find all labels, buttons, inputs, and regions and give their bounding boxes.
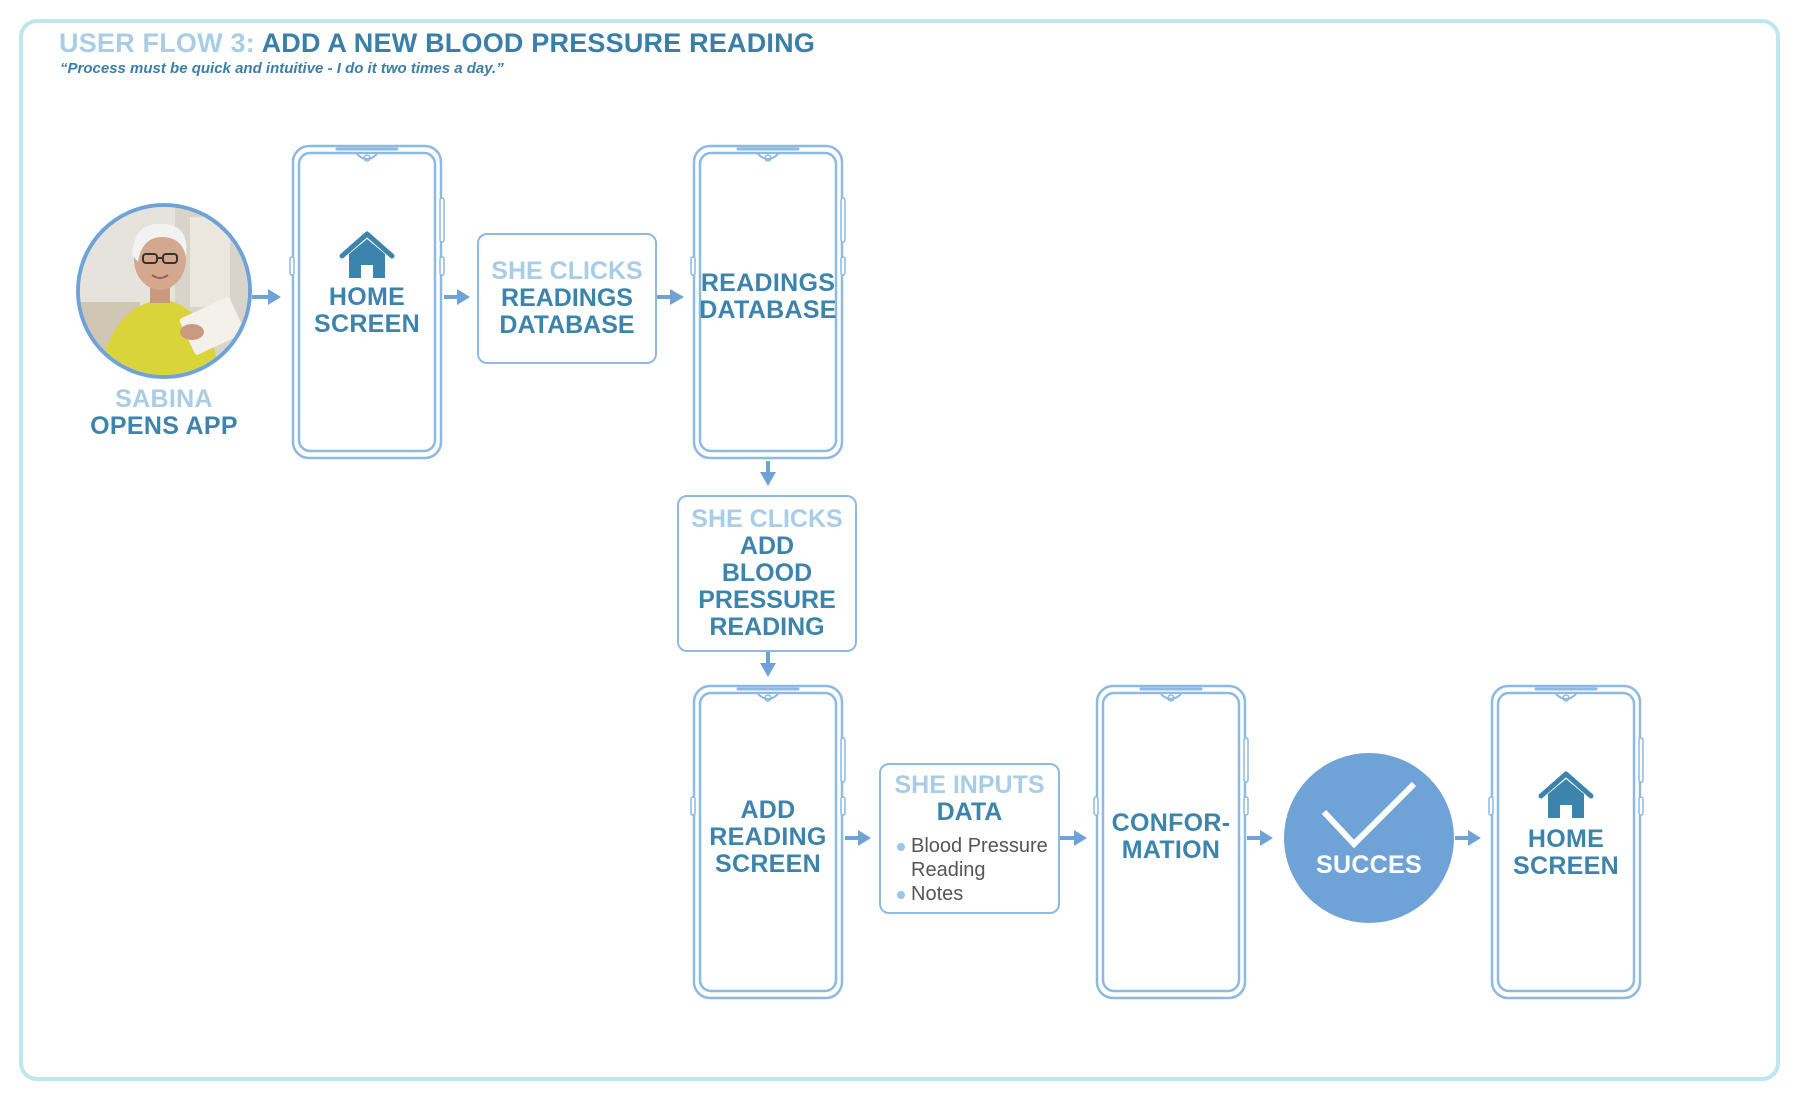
persona-photo xyxy=(76,203,252,379)
canvas-frame xyxy=(19,19,1780,1081)
checkmark-icon xyxy=(1321,781,1417,849)
list-item: Notes xyxy=(889,882,1050,906)
step-click-add: SHE CLICKS ADD BLOOD PRESSURE READING xyxy=(677,495,857,652)
success-label: SUCCES xyxy=(1316,851,1422,879)
step-inputs-data: SHE INPUTS DATA Blood Pressure Reading N… xyxy=(879,763,1060,914)
screen-home-1-label: HOME SCREEN xyxy=(314,283,420,338)
page-title: USER FLOW 3: ADD A NEW BLOOD PRESSURE RE… xyxy=(59,28,815,59)
list-item: Blood Pressure Reading xyxy=(889,834,1050,882)
persona-quote: “Process must be quick and intuitive - I… xyxy=(60,60,504,77)
persona-name: SABINA xyxy=(115,385,213,413)
persona-action: OPENS APP xyxy=(90,412,238,440)
success-circle xyxy=(1284,753,1454,923)
home-icon xyxy=(1538,771,1594,818)
step-click-readings: SHE CLICKS READINGS DATABASE xyxy=(477,233,657,364)
screen-readings-database-label: READINGS DATABASE xyxy=(699,269,837,324)
screen-confirmation-label: CONFOR- MATION xyxy=(1111,809,1231,864)
title-prefix: USER FLOW 3: xyxy=(59,28,255,58)
screen-add-reading-label: ADD READING SCREEN xyxy=(709,796,827,878)
persona-label: SABINA OPENS APP xyxy=(76,386,252,440)
input-fields-list: Blood Pressure Reading Notes xyxy=(889,834,1050,906)
home-icon xyxy=(339,231,395,278)
screen-home-2-label: HOME SCREEN xyxy=(1513,825,1619,880)
title-main: ADD A NEW BLOOD PRESSURE READING xyxy=(261,28,816,58)
